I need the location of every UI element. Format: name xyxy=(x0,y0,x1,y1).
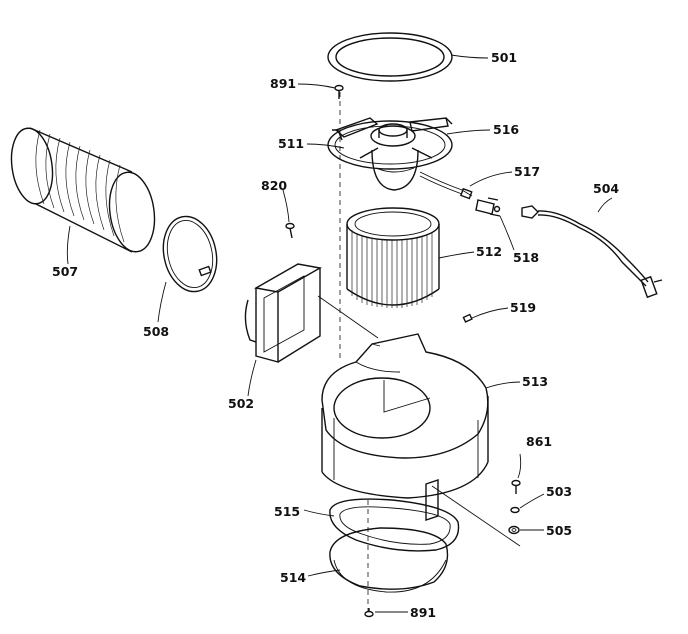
label-517: 517 xyxy=(514,164,540,179)
label-891-bottom: 891 xyxy=(410,605,436,620)
wiring-harness-504 xyxy=(521,205,663,299)
label-505: 505 xyxy=(546,523,572,538)
screw-861 xyxy=(511,479,521,494)
label-508: 508 xyxy=(143,324,169,339)
gasket-ring-501 xyxy=(327,32,453,82)
nut-505 xyxy=(508,525,520,535)
label-502: 502 xyxy=(228,396,254,411)
blower-wheel-512 xyxy=(346,207,440,308)
screw-891-top xyxy=(334,84,344,99)
blower-housing-513 xyxy=(321,333,521,547)
flex-duct-507 xyxy=(10,127,156,253)
label-512: 512 xyxy=(476,244,502,259)
label-503: 503 xyxy=(546,484,572,499)
label-891-top: 891 xyxy=(270,76,296,91)
motor-assembly-511 xyxy=(327,117,453,191)
label-507: 507 xyxy=(52,264,78,279)
setscrew-519 xyxy=(462,313,473,323)
screw-891-bottom xyxy=(364,608,374,618)
label-511: 511 xyxy=(278,136,304,151)
adapter-alignment-line xyxy=(317,295,379,339)
label-519: 519 xyxy=(510,300,536,315)
label-504: 504 xyxy=(593,181,619,196)
leader-lines xyxy=(66,54,613,613)
label-513: 513 xyxy=(522,374,548,389)
screw-820 xyxy=(285,222,295,239)
gasket-515 xyxy=(329,498,460,552)
label-515: 515 xyxy=(274,504,300,519)
clamp-508 xyxy=(162,215,218,293)
duct-adapter-502 xyxy=(244,263,323,363)
label-514: 514 xyxy=(280,570,306,585)
label-861: 861 xyxy=(526,434,552,449)
label-516: 516 xyxy=(493,122,519,137)
bottom-plate-514 xyxy=(329,527,449,593)
label-518: 518 xyxy=(513,250,539,265)
label-501: 501 xyxy=(491,50,517,65)
motor-lead-517 xyxy=(419,171,473,200)
connector-518 xyxy=(475,197,501,217)
label-820: 820 xyxy=(261,178,287,193)
washer-503 xyxy=(510,506,520,514)
